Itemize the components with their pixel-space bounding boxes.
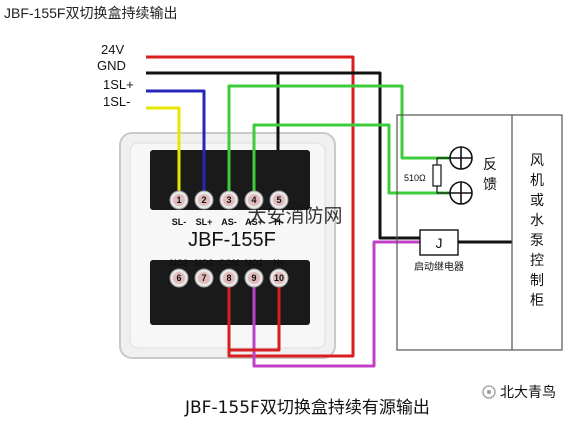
top-terminal-screw-inner — [273, 194, 285, 206]
page-title: JBF-155F双切换盒持续输出 — [4, 5, 178, 21]
wire-1sl-minus — [146, 106, 181, 200]
resistor-label: 510Ω — [404, 173, 426, 183]
bottom-terminal-screw — [244, 268, 264, 288]
top-terminal-screw — [269, 190, 289, 210]
bus-label-24v: 24V — [101, 42, 124, 57]
wire-no1 — [252, 240, 420, 368]
bottom-terminal-screw-inner — [273, 272, 285, 284]
bottom-terminal-screw — [169, 268, 189, 288]
bottom-terminal-screw-number: 6 — [176, 273, 181, 283]
relay-symbol: J — [436, 235, 443, 251]
feedback-label-char-2: 馈 — [483, 177, 497, 193]
bottom-terminal-label: NO2 — [195, 258, 214, 268]
bus-label-gnd: GND — [97, 58, 126, 73]
center-watermark: 大安消防网 — [247, 205, 342, 227]
bottom-terminal-label: H+ — [273, 258, 285, 268]
module-model-label: JBF-155F — [188, 229, 276, 251]
top-terminal-screw — [219, 190, 239, 210]
bottom-terminal-screw-number: 7 — [201, 273, 206, 283]
bottom-terminal-screw — [194, 268, 214, 288]
feedback-contact-bottom-icon — [449, 181, 473, 205]
cabinet-label-char: 风 — [530, 153, 544, 169]
bottom-terminal-label: NO1 — [245, 258, 264, 268]
top-terminal-screw — [169, 190, 189, 210]
bus-label-1sl-minus: 1SL- — [103, 94, 130, 109]
bottom-terminal-screw-inner — [173, 272, 185, 284]
start-relay: J — [419, 229, 459, 256]
bottom-terminal-screw-number: 10 — [274, 273, 284, 283]
top-terminal-screw-number: 4 — [251, 195, 256, 205]
bottom-terminal-screw-number: 8 — [226, 273, 231, 283]
corner-watermark-text: 北大青鸟 — [500, 385, 556, 401]
wire-as-minus — [227, 84, 450, 200]
cabinet-label-char: 或 — [530, 193, 544, 209]
bottom-terminal-screw — [269, 268, 289, 288]
wire-as-plus — [252, 123, 450, 200]
top-terminal-screw-number: 3 — [226, 195, 231, 205]
control-cabinet — [396, 114, 563, 351]
top-terminal-screw-inner — [248, 194, 260, 206]
cabinet-label-char: 机 — [530, 173, 544, 189]
cabinet-label-char: 泵 — [530, 233, 544, 249]
top-terminal-label: SL+ — [196, 217, 213, 227]
top-terminal-label: AS- — [221, 217, 237, 227]
bottom-terminal-screw-inner — [248, 272, 260, 284]
top-terminal-screw-number: 2 — [201, 195, 206, 205]
wire-1sl-plus — [146, 89, 206, 200]
caption: JBF-155F双切换盒持续有源输出 — [184, 398, 430, 418]
resistor-icon — [432, 157, 450, 194]
corner-watermark: 北大青鸟 — [482, 385, 556, 401]
bottom-terminal-screw — [219, 268, 239, 288]
top-terminal-screw — [244, 190, 264, 210]
feedback-label-char-1: 反 — [483, 157, 497, 173]
top-terminal-screw-inner — [173, 194, 185, 206]
wire-gnd-to-cabinet — [278, 71, 420, 240]
top-terminal-label: SL- — [172, 217, 187, 227]
wire-h-plus — [229, 278, 281, 352]
bottom-terminal-label: COM — [219, 258, 240, 268]
top-terminal-screw-inner — [223, 194, 235, 206]
wire-24v — [146, 55, 355, 358]
cabinet-label-char: 水 — [530, 213, 544, 229]
bottom-terminal-screw-inner — [223, 272, 235, 284]
top-terminal-screw-inner — [198, 194, 210, 206]
bus-label-1sl-plus: 1SL+ — [103, 77, 134, 92]
top-terminal-label: H- — [274, 217, 284, 227]
cabinet-label-char: 制 — [530, 273, 544, 289]
top-terminal-screw-number: 5 — [276, 195, 281, 205]
bottom-terminal-label: NC2 — [170, 258, 188, 268]
top-terminal-screw — [194, 190, 214, 210]
relay-label: 启动继电器 — [414, 260, 464, 273]
feedback-contact-top-icon — [449, 146, 473, 170]
bottom-terminal-screw-number: 9 — [251, 273, 256, 283]
bottom-terminal-screw-inner — [198, 272, 210, 284]
top-terminal-screw-number: 1 — [176, 195, 181, 205]
cabinet-label-char: 控 — [530, 253, 544, 269]
top-terminal-label: AS+ — [245, 217, 263, 227]
cabinet-label-char: 柜 — [530, 293, 544, 309]
